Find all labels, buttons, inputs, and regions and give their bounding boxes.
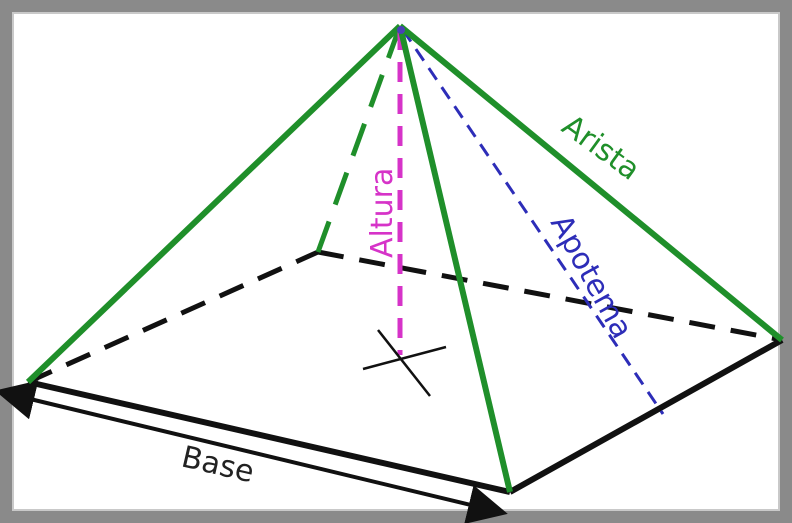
lateral-edge-right — [398, 23, 784, 343]
hidden-lateral-edge — [315, 25, 403, 253]
base-center-cross-b — [377, 329, 431, 397]
base-front-right-edge — [508, 337, 784, 495]
altura-label: Altura — [365, 168, 400, 258]
base-center-cross-a — [362, 345, 447, 371]
lateral-edge-front — [397, 25, 513, 493]
base-label: Base — [178, 440, 257, 491]
apex-point — [397, 26, 405, 34]
arista-label: Arista — [555, 108, 646, 187]
base-dimension-arrow — [0, 380, 508, 523]
lateral-edge-left — [25, 23, 403, 385]
apothem-line — [401, 29, 665, 415]
base-front-left-edge — [27, 379, 511, 495]
apotema-label: Apotema — [543, 209, 639, 345]
base-back-right-edge — [317, 249, 783, 343]
base-back-left-edge — [26, 249, 320, 385]
